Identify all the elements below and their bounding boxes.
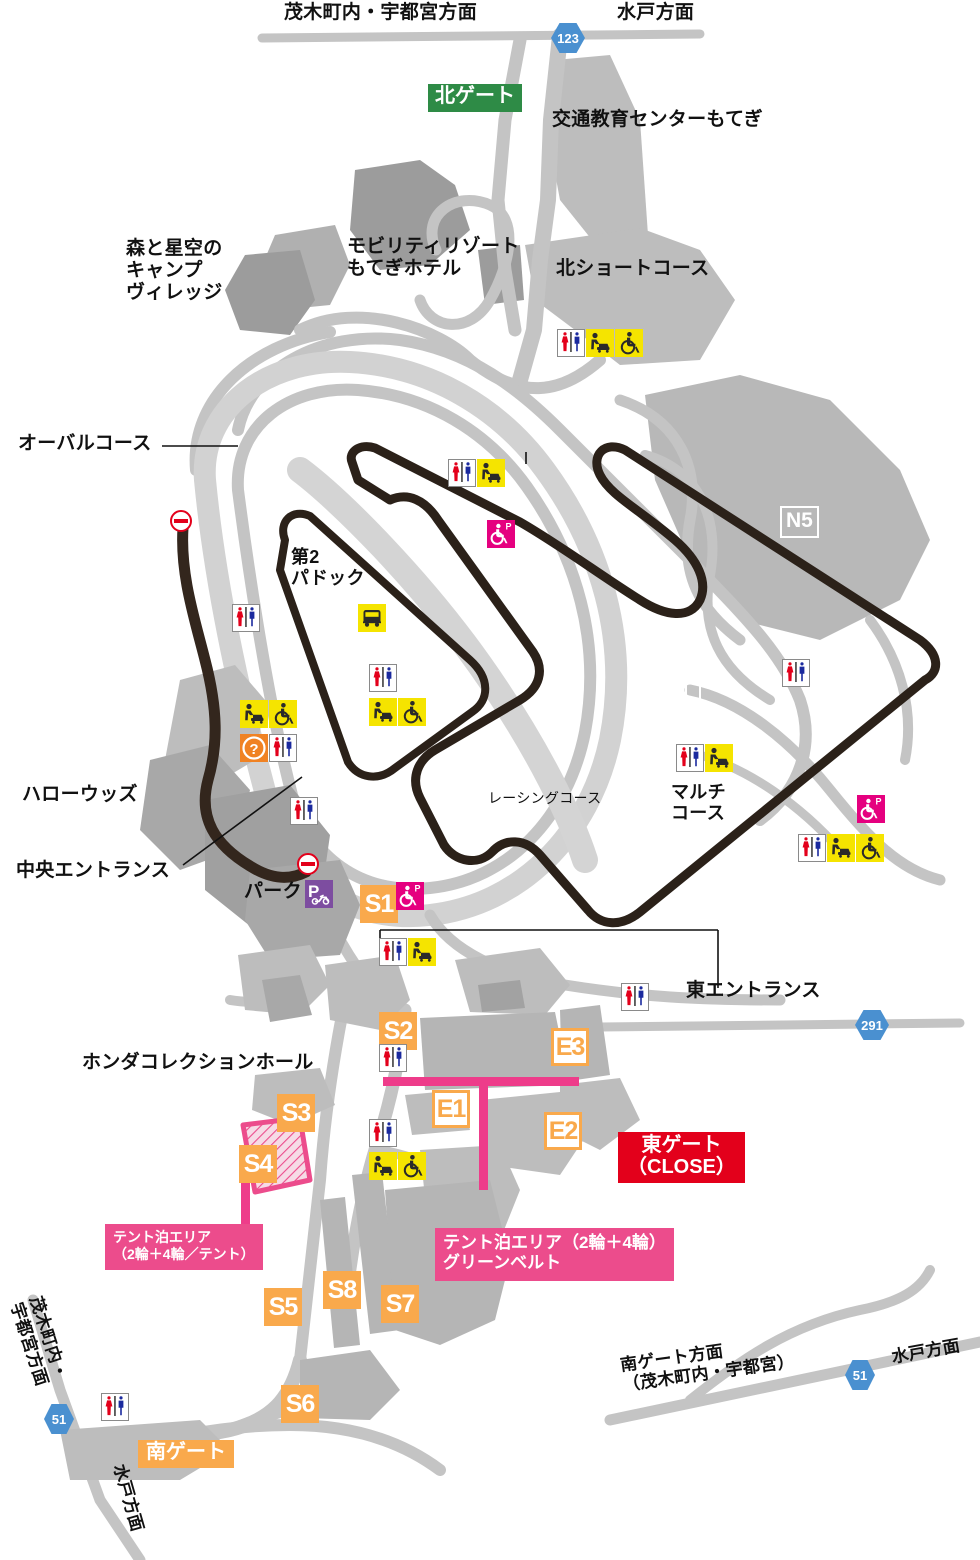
parking-lot-s8[interactable]: S8 — [323, 1271, 361, 1309]
label-central-entrance: 中央エントランス — [16, 860, 171, 881]
label-north-short-course: 北ショートコース — [556, 258, 710, 279]
toilet-icon — [232, 604, 260, 632]
wheelchair-parking-icon: P — [857, 795, 885, 823]
label-east-entrance: 東エントランス — [686, 980, 821, 1001]
toilet-icon — [798, 834, 826, 862]
leader-lines — [162, 445, 719, 988]
greenbelt-pink-marker — [241, 1077, 579, 1226]
toilet-icon — [621, 983, 649, 1011]
parking-lot-s2[interactable]: S2 — [379, 1012, 417, 1050]
baby-care-icon — [705, 744, 733, 772]
toilet-icon — [676, 744, 704, 772]
label-racing-course: レーシングコース — [488, 790, 602, 806]
parking-lot-e1[interactable]: E1 — [432, 1090, 470, 1128]
baby-care-icon — [408, 938, 436, 966]
parking-lot-e2[interactable]: E2 — [544, 1112, 582, 1150]
gate-east[interactable]: 東ゲート （CLOSE） — [618, 1132, 745, 1184]
route-shield-51-west: 51 — [44, 1404, 74, 1434]
parking-lot-s4[interactable]: S4 — [239, 1145, 277, 1183]
tent-callout-s4: テント泊エリア （2輪＋4輪／テント） — [105, 1224, 263, 1270]
baby-care-icon — [827, 834, 855, 862]
parking-lot-s3[interactable]: S3 — [277, 1094, 315, 1132]
parking-lot-e3[interactable]: E3 — [551, 1028, 589, 1066]
wheelchair-icon — [398, 698, 426, 726]
no-entry-icon — [170, 510, 192, 532]
label-traffic-education-center: 交通教育センターもてぎ — [552, 109, 763, 130]
toilet-icon — [379, 938, 407, 966]
toilet-icon — [782, 659, 810, 687]
label-paddock-2: 第2 パドック — [291, 547, 365, 588]
toilet-icon — [379, 1044, 407, 1072]
label-oval-course: オーバルコース — [18, 433, 152, 454]
toilet-icon — [290, 797, 318, 825]
baby-care-icon — [477, 459, 505, 487]
direction-label-northeast: 水戸方面 — [617, 2, 695, 23]
toilet-icon — [448, 459, 476, 487]
svg-text:P: P — [415, 884, 421, 894]
wheelchair-parking-icon: P — [396, 882, 424, 910]
label-hello-woods: ハローウッズ — [22, 784, 138, 805]
label-park: パーク — [244, 881, 302, 902]
route-shield-291: 291 — [855, 1010, 889, 1040]
multi-course-building-detail — [685, 677, 701, 713]
svg-text:P: P — [506, 522, 512, 532]
direction-label-northwest: 茂木町内・宇都宮方面 — [284, 2, 478, 23]
route-shield-123: 123 — [551, 23, 585, 53]
toilet-icon — [369, 664, 397, 692]
label-camp-village: 森と星空の キャンプ ヴィレッジ — [126, 238, 223, 303]
route-shield-51-east: 51 — [845, 1360, 875, 1390]
motorcycle-parking-icon: P — [305, 880, 333, 908]
svg-text:P: P — [308, 882, 319, 901]
racing-course-track — [346, 442, 941, 928]
wheelchair-icon — [856, 834, 884, 862]
baby-care-icon — [369, 1152, 397, 1180]
paddock2-loop — [276, 509, 490, 781]
information-icon: ? — [240, 734, 268, 762]
baby-care-icon — [369, 698, 397, 726]
label-honda-collection-hall: ホンダコレクションホール — [82, 1052, 314, 1073]
label-motegi-hotel: モビリティリゾート もてぎホテル — [347, 236, 520, 279]
area-chip-n5: N5 — [780, 506, 819, 539]
wheelchair-parking-icon: P — [487, 520, 515, 548]
svg-text:P: P — [876, 797, 882, 807]
no-entry-icon — [297, 853, 319, 875]
parking-lot-s6[interactable]: S6 — [281, 1385, 319, 1423]
wheelchair-icon — [398, 1152, 426, 1180]
parking-lot-s7[interactable]: S7 — [381, 1285, 419, 1323]
toilet-icon — [269, 734, 297, 762]
wheelchair-icon — [269, 700, 297, 728]
gate-south[interactable]: 南ゲート — [138, 1440, 234, 1468]
parking-lot-s1[interactable]: S1 — [360, 885, 398, 923]
tent-callout-greenbelt: テント泊エリア（2輪＋4輪） グリーンベルト — [435, 1228, 674, 1281]
gate-north[interactable]: 北ゲート — [428, 84, 522, 112]
bus-icon — [358, 604, 386, 632]
toilet-icon — [369, 1119, 397, 1147]
label-multi-course: マルチ コース — [671, 782, 726, 823]
oval-access-road — [177, 522, 312, 883]
wheelchair-icon — [615, 329, 643, 357]
toilet-icon — [557, 329, 585, 357]
toilet-icon — [101, 1393, 129, 1421]
baby-care-icon — [586, 329, 614, 357]
baby-care-icon — [240, 700, 268, 728]
svg-text:?: ? — [249, 741, 258, 758]
parking-lot-s5[interactable]: S5 — [264, 1288, 302, 1326]
